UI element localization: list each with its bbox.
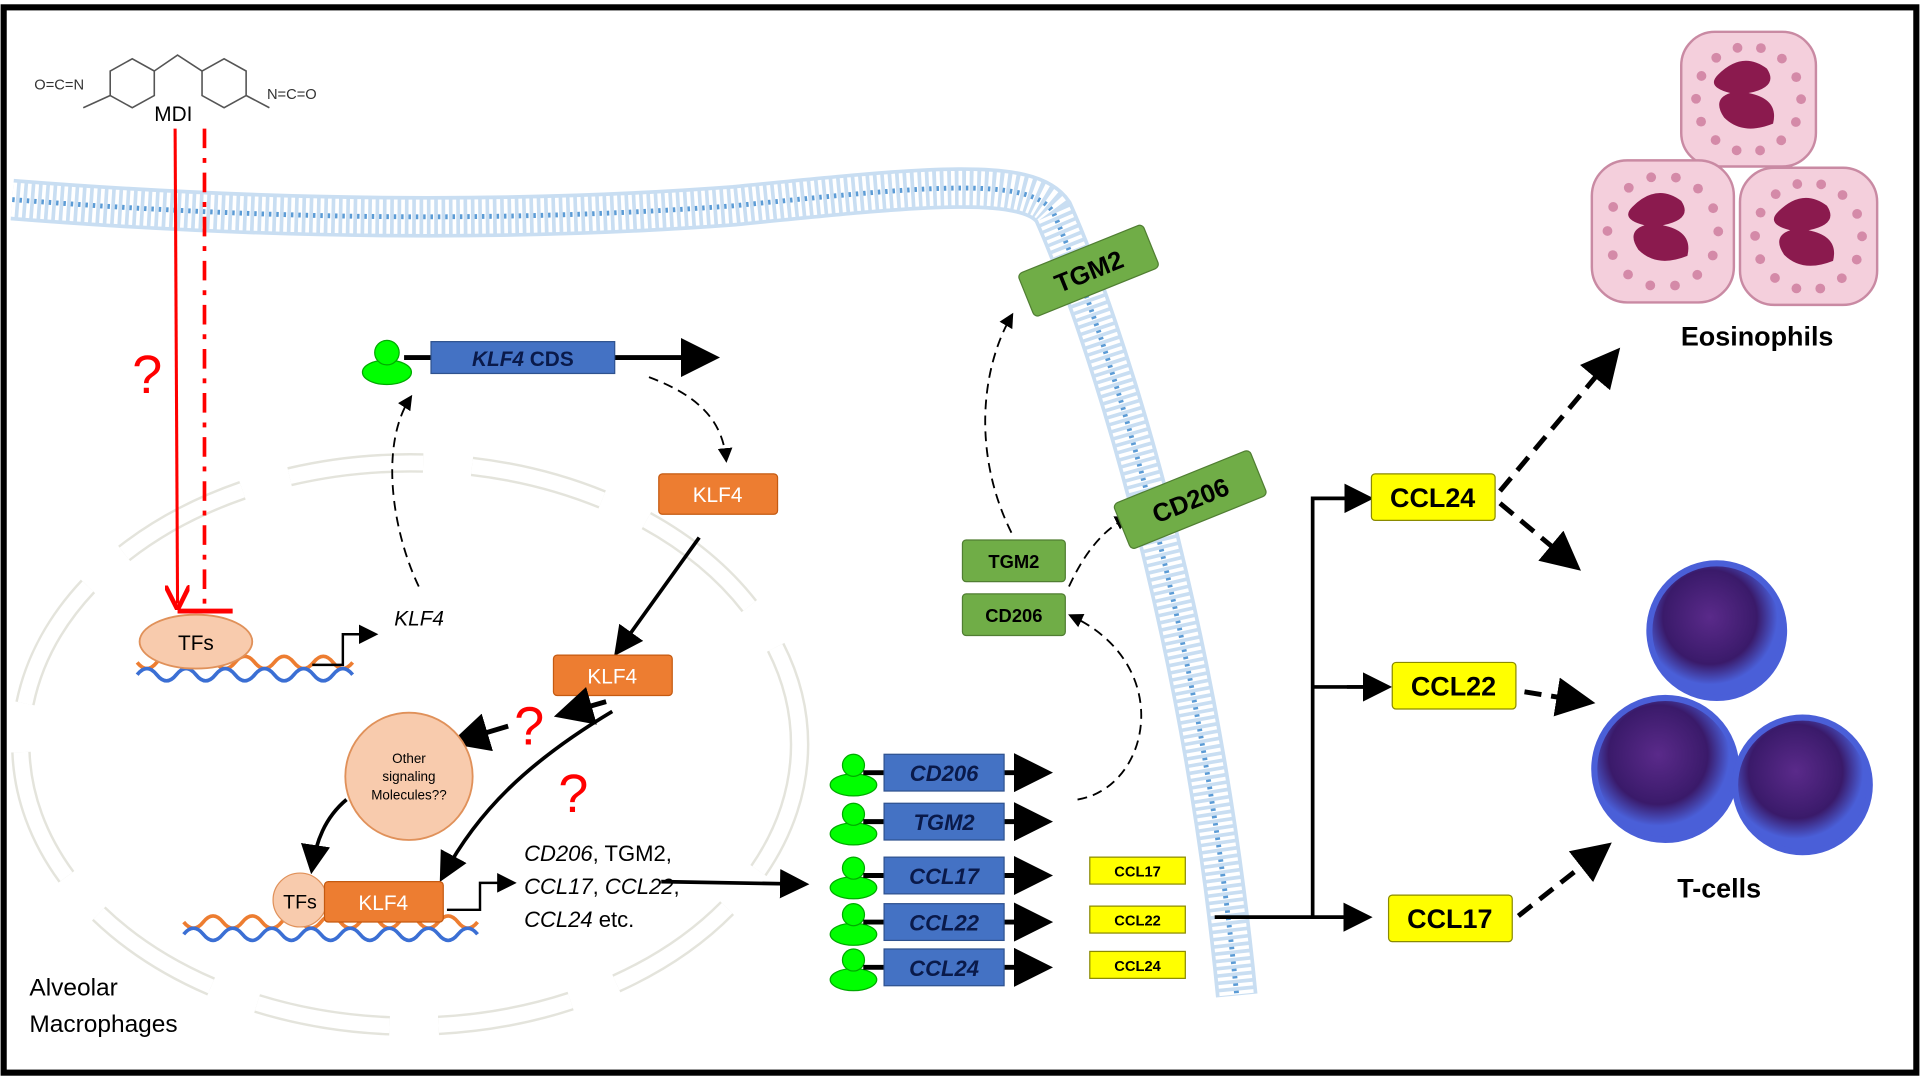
transcription-arrow — [391, 394, 420, 587]
translation-arrow — [648, 376, 733, 463]
macrophage-label: Alveolar — [29, 975, 117, 1002]
svg-text:CCL24 etc.: CCL24 etc. — [524, 907, 634, 932]
svg-text:CCL24: CCL24 — [1114, 959, 1161, 975]
transcript-ccl22: CCL22 — [829, 902, 1054, 946]
klf4-mrna: KLF4 CDS — [361, 337, 720, 386]
svg-text:KLF4: KLF4 — [693, 484, 743, 507]
klf4-cytoplasm — [658, 473, 779, 515]
svg-text:CCL22: CCL22 — [1411, 672, 1496, 702]
cell-membrane — [10, 167, 1258, 998]
svg-text:CCL17: CCL17 — [1114, 865, 1161, 881]
tgm2-protein — [961, 539, 1066, 583]
ccl22-box — [1391, 661, 1517, 710]
klf4-gene-label: KLF4 — [394, 608, 444, 631]
svg-text:?: ? — [558, 764, 588, 824]
isocyanate-left: O=C=N — [34, 77, 84, 93]
ccl17-box — [1387, 894, 1513, 943]
svg-text:Other: Other — [392, 751, 426, 766]
tfs-ellipse — [138, 613, 254, 670]
tfs-label: TFs — [178, 632, 214, 655]
tcells-illustration — [1591, 560, 1873, 856]
mdi-structure: O=C=N N=C=O — [34, 54, 317, 109]
secreted-ccl22 — [1089, 905, 1186, 934]
svg-text:TGM2: TGM2 — [988, 551, 1039, 572]
nuclear-import-arrow — [614, 536, 701, 657]
svg-text:CD206: CD206 — [910, 761, 979, 786]
svg-text:CCL17: CCL17 — [1407, 904, 1492, 934]
svg-text:KLF4: KLF4 — [358, 892, 408, 915]
tcells-label: T-cells — [1677, 874, 1761, 904]
mdi-activation-arrow — [175, 128, 177, 604]
svg-text:CCL17, CCL22,: CCL17, CCL22, — [524, 874, 680, 899]
transcript-tgm2: TGM2 — [829, 802, 1054, 846]
eosinophils-illustration — [1590, 30, 1879, 307]
svg-text:?: ? — [514, 696, 544, 756]
svg-text:Macrophages: Macrophages — [29, 1011, 177, 1038]
svg-text:TGM2: TGM2 — [913, 810, 975, 835]
cd206-protein — [961, 593, 1066, 637]
secreted-ccl24 — [1089, 950, 1186, 979]
transcript-ccl17: CCL17 — [829, 855, 1054, 900]
klf4-nucleus — [552, 654, 673, 697]
svg-text:CCL22: CCL22 — [1114, 914, 1161, 930]
target-gene-list: CD206, TGM2, CCL17, CCL22, CCL24 etc. — [524, 841, 680, 932]
isocyanate-right: N=C=O — [267, 87, 317, 103]
question-mark: ? — [132, 345, 162, 405]
mdi-label: MDI — [154, 103, 192, 126]
svg-text:TFs: TFs — [283, 892, 317, 914]
promoter-arrow — [312, 624, 379, 667]
eosinophils-label: Eosinophils — [1681, 321, 1834, 351]
svg-text:KLF4 CDS: KLF4 CDS — [472, 348, 574, 371]
ccl24-box — [1370, 473, 1496, 522]
transcript-cd206: CD206 — [829, 753, 1054, 797]
svg-text:Molecules??: Molecules?? — [371, 788, 447, 803]
transcript-ccl24: CCL24 — [829, 947, 1054, 992]
svg-text:CCL17: CCL17 — [909, 864, 981, 889]
other-signaling-molecules — [344, 711, 474, 841]
svg-text:CD206: CD206 — [985, 605, 1042, 626]
svg-text:KLF4: KLF4 — [587, 665, 637, 688]
svg-text:CCL22: CCL22 — [909, 911, 980, 936]
svg-text:CCL24: CCL24 — [909, 956, 979, 981]
secreted-ccl17 — [1089, 856, 1186, 885]
svg-text:signaling: signaling — [382, 769, 435, 784]
svg-text:CCL24: CCL24 — [1390, 483, 1475, 513]
svg-text:CD206, TGM2,: CD206, TGM2, — [524, 841, 672, 866]
